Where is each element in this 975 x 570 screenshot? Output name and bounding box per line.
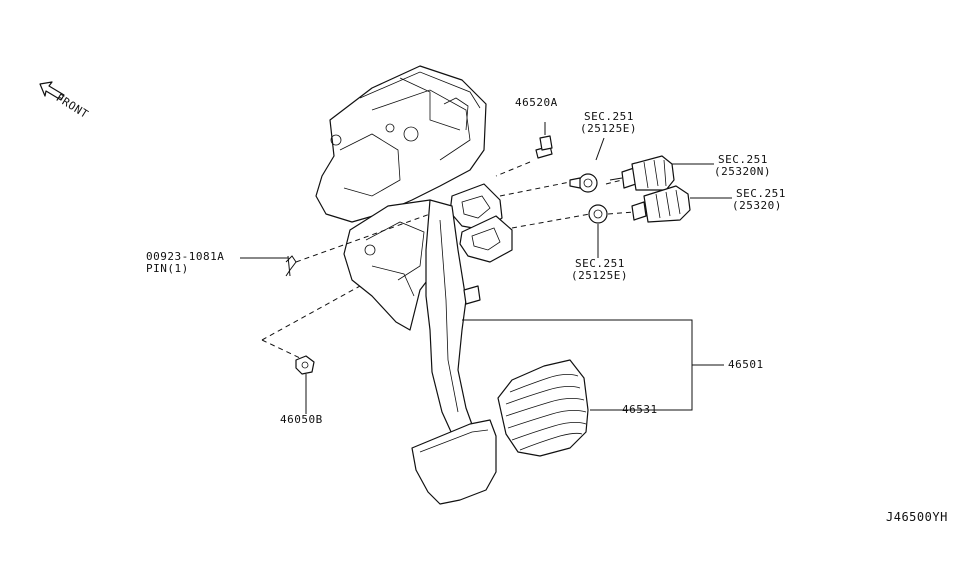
switch-lower bbox=[631, 185, 691, 223]
callout-pedal-pad: 46531 bbox=[622, 403, 658, 416]
callout-sec-top-b: (25125E) bbox=[580, 122, 637, 135]
callout-switch-lower-b: (25320) bbox=[732, 199, 782, 212]
nut bbox=[295, 355, 315, 375]
callout-switch-upper-a: SEC.251 bbox=[718, 153, 768, 166]
pedal-pad-part bbox=[497, 359, 589, 457]
callout-pin-a: 00923-1081A bbox=[146, 250, 225, 263]
callout-pin-b: PIN(1) bbox=[146, 262, 189, 275]
pedal-arm bbox=[425, 199, 481, 435]
pedal-bracket bbox=[315, 65, 487, 331]
diagram-code: J46500YH bbox=[886, 510, 948, 524]
callout-pedal-assy: 46501 bbox=[728, 358, 764, 371]
callout-switch-upper-b: (25320N) bbox=[714, 165, 771, 178]
pedal-pad-mounted bbox=[411, 419, 497, 505]
callout-sec-top-a: SEC.251 bbox=[584, 110, 634, 123]
clip-upper bbox=[569, 173, 598, 193]
callout-sec-bottom-a: SEC.251 bbox=[575, 257, 625, 270]
switch-upper bbox=[609, 155, 675, 191]
switch-mount bbox=[449, 183, 513, 263]
callout-nut: 46050B bbox=[280, 413, 323, 426]
callout-switch-lower-a: SEC.251 bbox=[736, 187, 786, 200]
bolt bbox=[535, 122, 553, 159]
callout-bolt: 46520A bbox=[515, 96, 558, 109]
callout-sec-bottom-b: (25125E) bbox=[571, 269, 628, 282]
pin bbox=[285, 255, 297, 277]
front-arrow-icon bbox=[39, 81, 65, 101]
clip-lower bbox=[588, 204, 608, 224]
